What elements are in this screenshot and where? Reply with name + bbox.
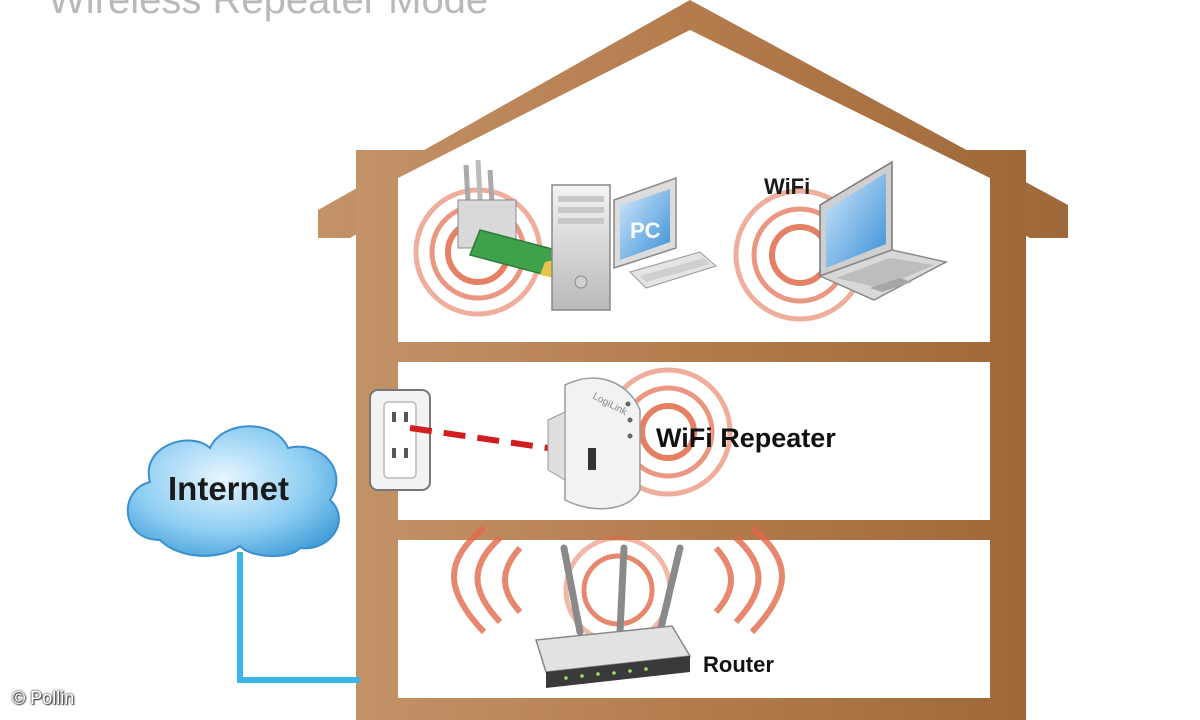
copyright-notice: © Pollin xyxy=(12,688,75,708)
wifi-repeater-label: WiFi Repeater xyxy=(656,423,836,453)
laptop-icon xyxy=(817,160,949,301)
pc-monitor-icon: PC xyxy=(613,176,717,289)
wifi-label: WiFi xyxy=(764,174,811,199)
pc-tower-icon xyxy=(551,184,611,311)
repeater-device-icon: LogiLink xyxy=(547,377,641,510)
internet-label: Internet xyxy=(168,470,290,507)
pc-screen-label: PC xyxy=(630,218,661,243)
power-dashed-line xyxy=(409,425,549,451)
diagram-title: Wireless Repeater Mode xyxy=(48,0,489,22)
router-icon xyxy=(535,544,692,688)
wall-socket-icon xyxy=(369,389,431,491)
house xyxy=(318,0,1068,720)
floor-bottom xyxy=(398,540,990,698)
internet-cable xyxy=(237,552,360,683)
internet-cloud xyxy=(126,425,340,558)
router-label: Router xyxy=(703,652,774,677)
